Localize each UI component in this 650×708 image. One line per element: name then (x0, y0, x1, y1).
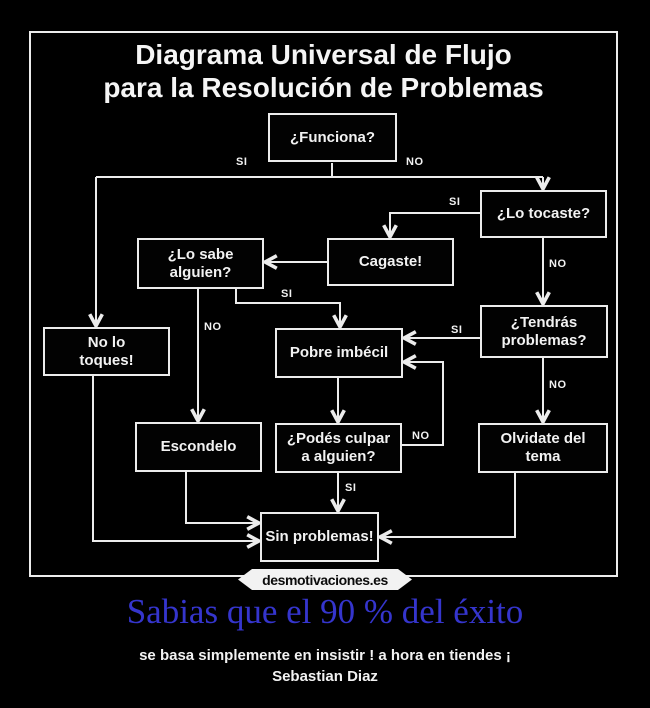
caption-subtitle-line1: se basa simplemente en insistir ! a hora… (139, 647, 511, 664)
edge-label-podes-no: NO (412, 430, 430, 442)
edge-label-tocaste-si: SI (449, 196, 461, 208)
edge-label-podes-si: SI (345, 482, 357, 494)
edge-label-lo-sabe-si: SI (281, 288, 293, 300)
edge-label-tendras-no: NO (549, 379, 567, 391)
caption-subtitle: se basa simplemente en insistir ! a hora… (0, 645, 650, 687)
node-lo-tocaste: ¿Lo tocaste? (480, 190, 607, 238)
watermark-text: desmotivaciones.es (262, 571, 388, 588)
node-lo-sabe-alguien: ¿Lo sabe alguien? (137, 238, 264, 289)
edge-label-funciona-no: NO (406, 156, 424, 168)
node-podes-culpar: ¿Podés culpar a alguien? (275, 423, 402, 473)
node-cagaste: Cagaste! (327, 238, 454, 286)
edge-label-lo-sabe-no: NO (204, 321, 222, 333)
edge-label-funciona-si: SI (236, 156, 248, 168)
flowchart-title-line1: Diagrama Universal de Flujo (135, 39, 512, 70)
node-sin-problemas: Sin problemas! (260, 512, 379, 562)
caption-subtitle-line2: Sebastian Diaz (272, 668, 378, 685)
node-pobre-imbecil: Pobre imbécil (275, 328, 403, 378)
caption-title: Sabias que el 90 % del éxito (126, 592, 524, 631)
node-tendras-problemas: ¿Tendrás problemas? (480, 305, 608, 358)
node-no-lo-toques: No lo toques! (43, 327, 170, 376)
watermark-ribbon: desmotivaciones.es (238, 569, 412, 590)
edge-label-tocaste-no: NO (549, 258, 567, 270)
flowchart-title-line2: para la Resolución de Problemas (103, 72, 544, 103)
flowchart-title: Diagrama Universal de Flujo para la Reso… (29, 38, 618, 104)
node-escondelo: Escondelo (135, 422, 262, 472)
edge-label-tendras-si: SI (451, 324, 463, 336)
node-funciona: ¿Funciona? (268, 113, 397, 162)
node-olvidate-del-tema: Olvidate del tema (478, 423, 608, 473)
